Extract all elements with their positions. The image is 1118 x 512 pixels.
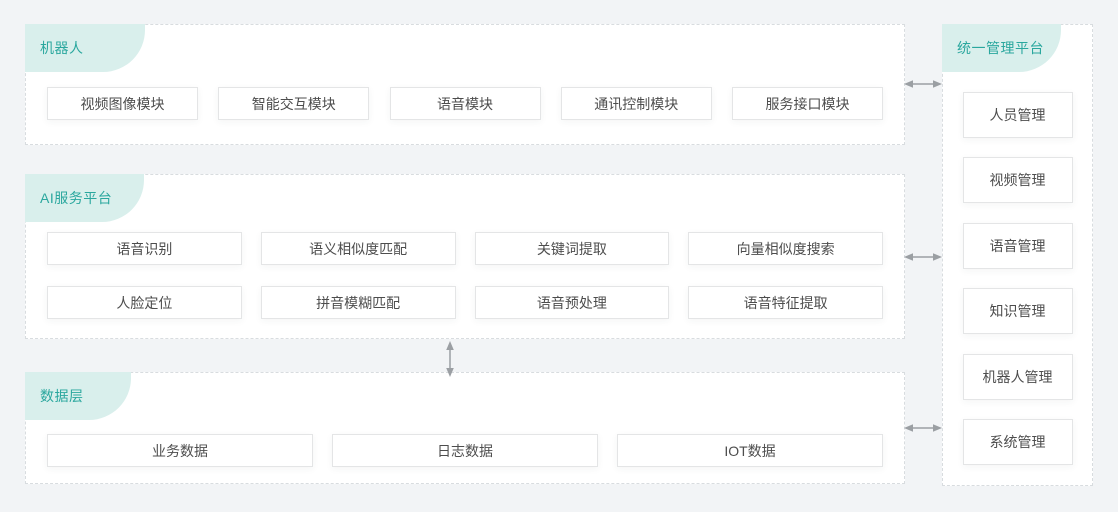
node-video-image-module: 视频图像模块 (47, 87, 198, 120)
section-data-layer-badge: 数据层 (25, 372, 131, 420)
node-semantic-similarity-match: 语义相似度匹配 (260, 232, 456, 265)
section-unified-management: 统一管理平台 人员管理 视频管理 语音管理 知识管理 机器人管理 系统管理 (942, 24, 1093, 486)
section-ai-row-2: 人脸定位 拼音模糊匹配 语音预处理 语音特征提取 (47, 286, 883, 319)
node-video-management: 视频管理 (962, 157, 1073, 204)
bidirectional-arrow-icon-ai-management (904, 253, 942, 261)
node-speech-recognition: 语音识别 (47, 232, 242, 265)
node-pinyin-fuzzy-match: 拼音模糊匹配 (260, 286, 456, 319)
section-ai-platform-badge: AI服务平台 (25, 174, 144, 222)
section-data-layer: 数据层 业务数据 日志数据 IOT数据 (25, 372, 905, 484)
bidirectional-arrow-icon-ai-data (446, 341, 454, 377)
section-data-layer-title: 数据层 (40, 388, 84, 404)
node-speech-preprocessing: 语音预处理 (474, 286, 670, 319)
section-unified-management-items: 人员管理 视频管理 语音管理 知识管理 机器人管理 系统管理 (943, 72, 1092, 485)
section-robot-modules: 视频图像模块 智能交互模块 语音模块 通讯控制模块 服务接口模块 (47, 87, 883, 120)
node-speech-feature-extraction: 语音特征提取 (688, 286, 883, 319)
node-robot-management: 机器人管理 (962, 353, 1073, 400)
node-voice-module: 语音模块 (389, 87, 541, 120)
node-keyword-extraction: 关键词提取 (474, 232, 670, 265)
section-ai-platform: AI服务平台 语音识别 语义相似度匹配 关键词提取 向量相似度搜索 人脸定位 拼… (25, 174, 905, 339)
bidirectional-arrow-icon-robot-management (904, 80, 942, 88)
node-personnel-management: 人员管理 (962, 91, 1073, 138)
section-unified-management-badge: 统一管理平台 (942, 24, 1061, 72)
section-robot-badge: 机器人 (25, 24, 145, 72)
node-log-data: 日志数据 (332, 434, 598, 467)
section-unified-management-title: 统一管理平台 (957, 40, 1044, 56)
section-data-row: 业务数据 日志数据 IOT数据 (47, 434, 883, 467)
node-smart-interaction-module: 智能交互模块 (218, 87, 370, 120)
node-knowledge-management: 知识管理 (962, 288, 1073, 335)
node-voice-management: 语音管理 (962, 222, 1073, 269)
section-ai-row-1: 语音识别 语义相似度匹配 关键词提取 向量相似度搜索 (47, 232, 883, 265)
section-robot: 机器人 视频图像模块 智能交互模块 语音模块 通讯控制模块 服务接口模块 (25, 24, 905, 145)
node-vector-similarity-search: 向量相似度搜索 (688, 232, 883, 265)
node-face-location: 人脸定位 (47, 286, 242, 319)
section-ai-platform-title: AI服务平台 (40, 190, 113, 206)
section-robot-title: 机器人 (40, 40, 84, 56)
node-comm-control-module: 通讯控制模块 (560, 87, 712, 120)
node-service-interface-module: 服务接口模块 (732, 87, 883, 120)
bidirectional-arrow-icon-data-management (904, 424, 942, 432)
node-business-data: 业务数据 (47, 434, 313, 467)
node-iot-data: IOT数据 (617, 434, 883, 467)
node-system-management: 系统管理 (962, 419, 1073, 466)
